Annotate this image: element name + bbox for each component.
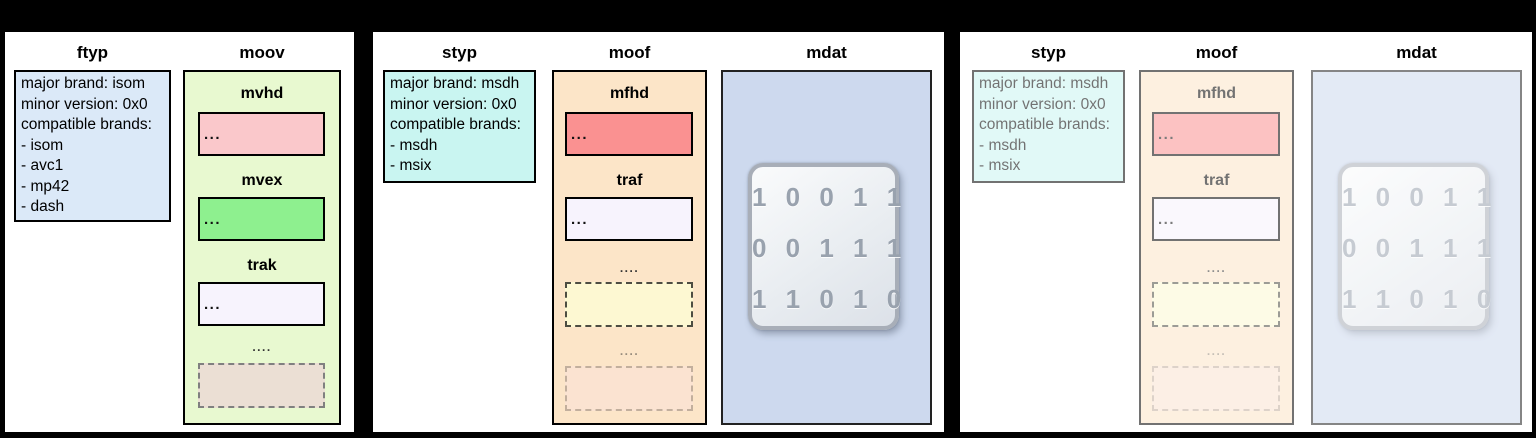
future-fragment-group: .... [1141,72,1292,423]
ftyp-line: - mp42 [21,177,70,195]
styp-line: minor version: 0x0 [390,95,517,113]
mfhd-label: mfhd [1196,85,1237,102]
styp-line: major brand: msdh [979,75,1109,92]
binary-row: 0 0 1 1 1 [1342,233,1498,263]
mdat-title: mdat [1396,43,1437,62]
moof-box: mfhd ... traf ... .... .... [1139,70,1294,425]
panel1-content: major brand: isom minor version: 0x0 com… [5,32,354,432]
more-boxes-dots: .... [252,340,272,354]
more-boxes-dots: .... [1206,261,1227,275]
styp-line: major brand: msdh [390,75,520,92]
binary-row: 1 0 0 1 1 [752,182,908,212]
traf-box: ... [1152,197,1280,241]
moof-title: moof [1195,43,1238,62]
traf-placeholder-box [565,282,693,327]
moov-box: mvhd ... mvex ... trak ... .... [183,70,341,425]
future-fragment-group: .... [554,72,705,423]
mvhd-label: mvhd [240,85,284,102]
binary-row: 1 1 0 1 0 [752,284,908,314]
binary-file-icon: 1 0 0 1 1 0 0 1 1 1 1 1 0 1 0 [1338,163,1498,330]
ftyp-title: ftyp [76,43,109,62]
styp-line: minor version: 0x0 [979,95,1106,113]
panel-init-segment: ftyp moov major brand: isom minor versio… [3,30,356,434]
panel3-content: major brand: msdh minor version: 0x0 com… [960,32,1532,432]
panel-next-media-segment: styp moof mdat major brand: msdh minor v… [958,30,1534,434]
mfhd-label: mfhd [609,85,650,102]
mdat-title: mdat [806,43,847,62]
mvex-label: mvex [241,172,283,189]
binary-row: 1 0 0 1 1 [1342,182,1498,212]
moof-box: mfhd ... traf ... .... .... [552,70,707,425]
panel-media-segment: styp moof mdat major brand: msdh minor v… [371,30,946,434]
binary-row: 0 0 1 1 1 [752,233,908,263]
mvex-box: ... [198,197,325,241]
traf-box: ... [565,197,693,241]
traf-label: traf [1203,172,1230,189]
styp-line: compatible brands: [979,116,1110,133]
styp-line: - msix [979,157,1021,174]
mfhd-box: ... [565,112,693,156]
ftyp-box: major brand: isom minor version: 0x0 com… [14,70,171,222]
styp-box: major brand: msdh minor version: 0x0 com… [383,70,536,183]
trak-placeholder-box [198,363,325,408]
styp-box: major brand: msdh minor version: 0x0 com… [972,70,1125,183]
moov-title: moov [239,43,285,62]
mvhd-box: ... [198,112,325,156]
mfhd-box: ... [1152,112,1280,156]
panel2-content: major brand: msdh minor version: 0x0 com… [373,32,944,432]
styp-line: compatible brands: [390,116,521,133]
ftyp-line: - dash [21,198,65,215]
ftyp-line: compatible brands: [21,116,152,133]
more-boxes-dots: .... [619,261,640,275]
ftyp-line: - avc1 [21,157,64,174]
styp-title: styp [1031,43,1066,62]
binary-row: 1 1 0 1 0 [1342,284,1498,314]
mdat-box: 1 0 0 1 1 0 0 1 1 1 1 1 0 1 0 [1311,70,1522,425]
traf-label: traf [616,172,643,189]
ftyp-line: minor version: 0x0 [21,95,148,113]
ftyp-line: major brand: isom [21,75,146,92]
styp-line: - msdh [979,136,1027,154]
styp-line: - msix [390,157,432,174]
binary-file-icon: 1 0 0 1 1 0 0 1 1 1 1 1 0 1 0 [748,163,908,330]
mdat-box: 1 0 0 1 1 0 0 1 1 1 1 1 0 1 0 [721,70,932,425]
styp-title: styp [442,43,477,62]
future-placeholder-box [565,366,693,411]
more-boxes-dots: .... [619,344,640,358]
trak-box: ... [198,282,325,326]
traf-placeholder-box [1152,282,1280,327]
styp-line: - msdh [390,136,438,154]
more-boxes-dots: .... [1206,344,1227,358]
future-placeholder-box [1152,366,1280,411]
moof-title: moof [608,43,651,62]
trak-label: trak [247,257,277,274]
ftyp-line: - isom [21,136,64,154]
